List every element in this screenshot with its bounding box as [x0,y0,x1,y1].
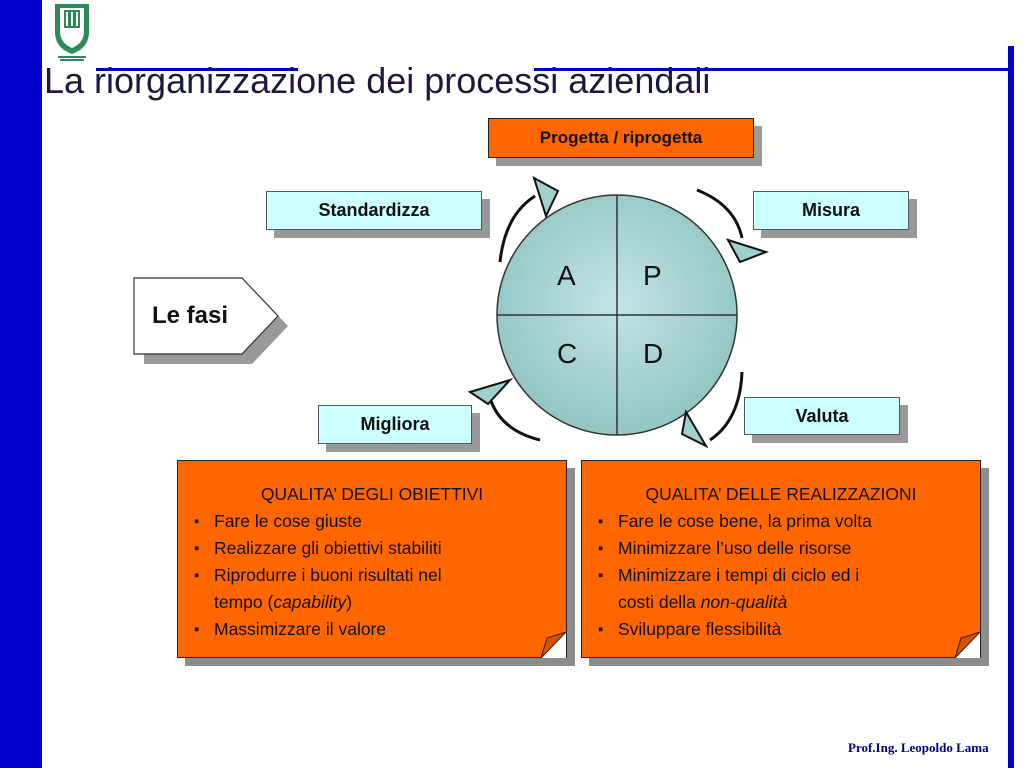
card-folded-corner [955,632,981,658]
university-logo [55,4,89,61]
pdca-quadrant-a: A [557,260,576,291]
list-item: Realizzare gli obiettivi stabiliti [194,535,566,562]
phases-label: Le fasi [152,302,229,329]
list-item: Fare le cose giuste [194,508,566,535]
arc-bottom-right [709,371,744,442]
card-title: QUALITA’ DEGLI OBIETTIVI [260,484,484,504]
phases-arrow-shape [133,277,279,355]
arc-bottom-left [488,397,541,442]
arc-top-right [696,188,744,239]
card-quality-objectives: QUALITA’ DEGLI OBIETTIVI Fare le cose gi… [177,460,567,658]
footer-author: Prof.Ing. Leopoldo Lama [848,740,989,755]
arc-top-left [498,194,536,263]
arrowhead-top-left [532,175,560,219]
card-list: Fare le cose bene, la prima volta Minimi… [582,508,980,643]
pdca-quadrant-c: C [557,338,578,369]
pdca-quadrant-p: P [643,260,662,291]
card-title: QUALITA’ DELLE REALIZZAZIONI [645,484,917,504]
arrowhead-bottom-right [680,409,709,449]
right-accent-bar [1008,46,1014,768]
top-rule-left [96,68,298,71]
list-item: Massimizzare il valore [194,616,566,643]
page-title: La riorganizzazione dei processi azienda… [44,60,711,101]
card-quality-realizations: QUALITA’ DELLE REALIZZAZIONI Fare le cos… [581,460,981,658]
step-standardizza: Standardizza [266,191,482,230]
arrowhead-top-right [725,238,770,264]
arrowhead-bottom-left [467,377,514,406]
step-progetta: Progetta / riprogetta [488,118,754,158]
top-rule-right [534,68,1014,71]
list-item: Fare le cose bene, la prima volta [598,508,980,535]
step-valuta: Valuta [744,397,900,435]
card-list: Fare le cose giuste Realizzare gli obiet… [178,508,566,643]
card-folded-corner [541,632,567,658]
list-item: Sviluppare flessibilità [598,616,980,643]
step-migliora: Migliora [318,405,472,444]
step-misura: Misura [753,191,909,230]
left-accent-bar [0,0,42,768]
list-item: Minimizzare l’uso delle risorse [598,535,980,562]
pdca-quadrant-d: D [643,338,664,369]
